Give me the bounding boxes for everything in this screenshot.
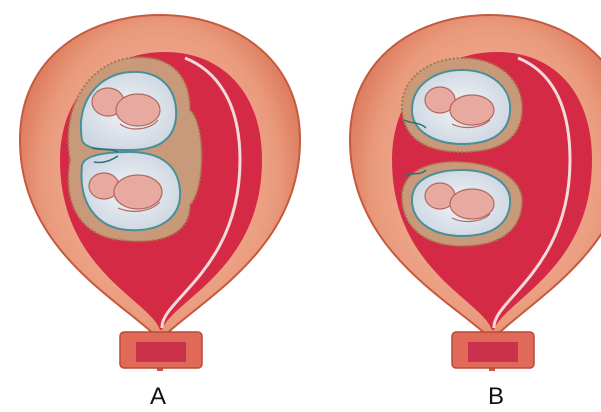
uterus-a [20, 15, 300, 370]
figure-label-a: A [138, 384, 178, 410]
uterus-b [350, 15, 601, 370]
figure-label-b: B [476, 384, 516, 410]
